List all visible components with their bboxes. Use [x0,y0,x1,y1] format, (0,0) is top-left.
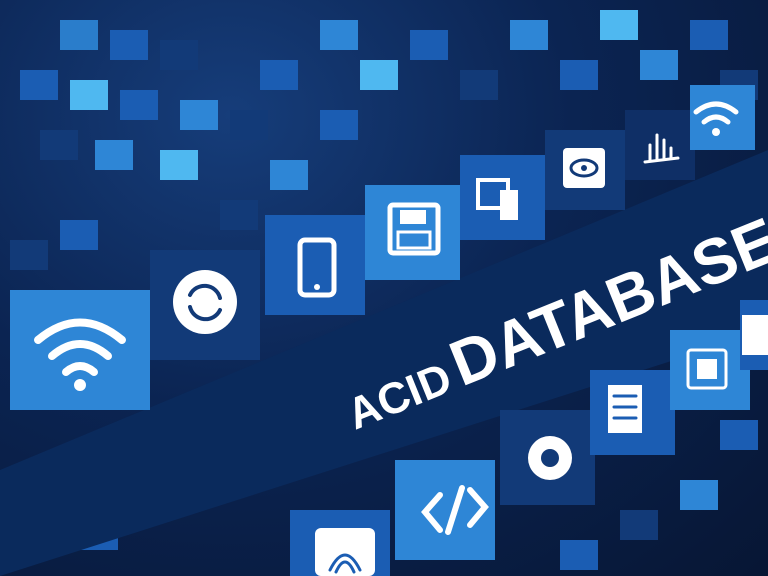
devices-icon [476,178,518,220]
wifi-icon [34,318,126,391]
refresh-icon [173,270,237,334]
bar-chart-icon [643,133,680,164]
server-list-icon [608,385,642,433]
wifi-small-icon [693,101,739,136]
eye-icon [563,148,605,188]
document-icon [742,315,768,355]
headline-banner [0,150,768,576]
chip-icon [686,348,728,390]
fingerprint-icon [315,528,375,576]
floppy-disk-icon [387,202,441,256]
code-icon [421,485,489,535]
smartphone-icon [297,237,337,298]
gear-icon [528,436,572,480]
